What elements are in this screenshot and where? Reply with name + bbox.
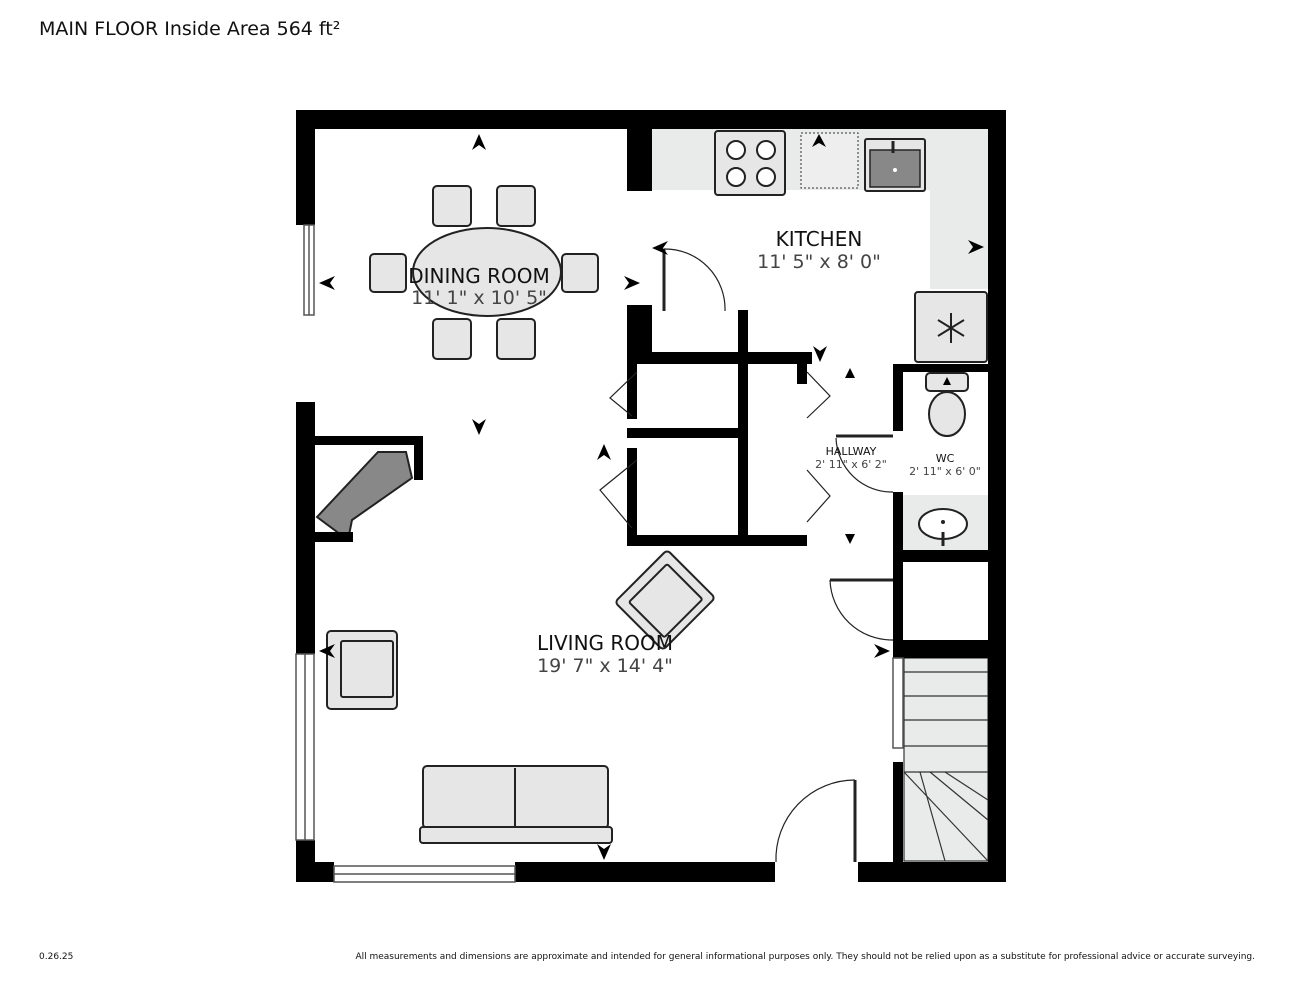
- living-room-dims: 19' 7" x 14' 4": [537, 655, 673, 677]
- windows: [295, 224, 904, 883]
- armchair-icon: [326, 630, 398, 710]
- wc-name: WC: [936, 452, 955, 465]
- living-room-name: LIVING ROOM: [537, 631, 673, 655]
- direction-arrows: [319, 134, 984, 860]
- hallway-name: HALLWAY: [826, 445, 877, 458]
- stairs-icon: [903, 657, 989, 862]
- page-title: MAIN FLOOR Inside Area 564 ft²: [39, 18, 341, 40]
- armchair-angled-icon: [615, 550, 715, 650]
- arrow-down-icon: [813, 346, 827, 362]
- dishwasher-icon: [800, 132, 859, 189]
- arrow-left-icon: [652, 241, 668, 255]
- dining-room-name: DINING ROOM: [408, 264, 550, 288]
- sofa-icon: [419, 765, 613, 844]
- arrow-down-icon: [597, 844, 611, 860]
- walls: [296, 110, 1006, 882]
- arrow-up-icon: [597, 444, 611, 460]
- hallway-dims: 2' 11" x 6' 2": [815, 458, 887, 471]
- footer-disclaimer: All measurements and dimensions are appr…: [355, 952, 1255, 962]
- room-labels: KITCHEN 11' 5" x 8' 0" DINING ROOM 11' 1…: [408, 227, 981, 677]
- kitchen-sink-icon: [864, 138, 926, 192]
- stove-icon: [714, 130, 786, 196]
- wc-fixtures: [902, 495, 988, 550]
- arrow-up-icon: [472, 134, 486, 150]
- arrow-right-icon: [624, 276, 640, 290]
- kitchen-dims: 11' 5" x 8' 0": [757, 251, 881, 273]
- kitchen-name: KITCHEN: [776, 227, 863, 251]
- arrow-up-icon: [845, 368, 855, 378]
- footer-code: 0.26.25: [39, 952, 74, 962]
- toilet-icon: [925, 372, 969, 437]
- dining-room-dims: 11' 1" x 10' 5": [411, 287, 547, 309]
- doors: [599, 248, 894, 863]
- fridge-icon: [914, 291, 988, 363]
- arrow-right-icon: [968, 240, 984, 254]
- arrow-right-icon: [874, 644, 890, 658]
- dining-set: [369, 185, 599, 360]
- arrow-left-icon: [319, 644, 335, 658]
- arrow-left-icon: [319, 276, 335, 290]
- arrow-down-icon: [472, 419, 486, 435]
- wc-dims: 2' 11" x 6' 0": [909, 465, 981, 478]
- fireplace-icon: [315, 451, 414, 542]
- arrow-down-icon: [845, 534, 855, 544]
